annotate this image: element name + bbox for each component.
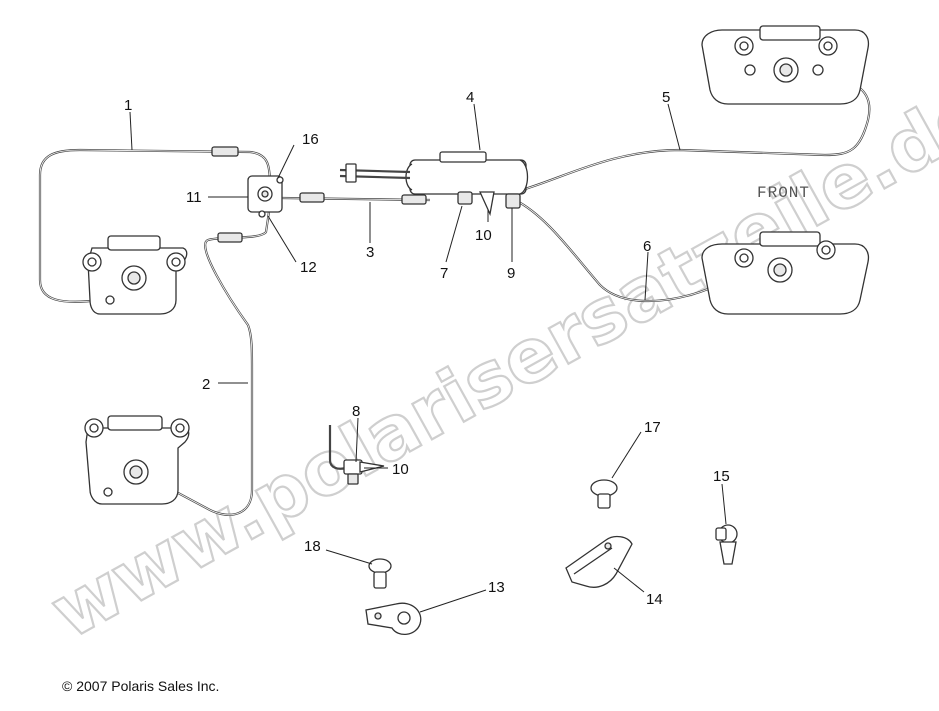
callout-11: 11 bbox=[186, 189, 202, 206]
callout-18: 18 bbox=[304, 538, 321, 555]
callout-9: 9 bbox=[507, 265, 515, 282]
callout-1: 1 bbox=[124, 97, 132, 114]
leader-lines bbox=[129, 103, 727, 613]
line-3-fitting-b bbox=[401, 194, 427, 205]
callout-6: 6 bbox=[643, 238, 651, 255]
callout-17: 17 bbox=[644, 419, 661, 436]
line-1-fitting bbox=[211, 146, 239, 157]
brake-line-1 bbox=[38, 146, 272, 303]
callout-numbers: 1 2 3 4 5 6 7 8 9 10 10 11 12 13 14 15 1… bbox=[124, 89, 730, 608]
callout-4: 4 bbox=[466, 89, 474, 106]
watermark: www.polarisersatzeile.de bbox=[36, 68, 939, 657]
callout-2: 2 bbox=[202, 376, 210, 393]
front-direction-label: FRONT bbox=[757, 184, 810, 202]
brake-line-6 bbox=[514, 199, 761, 303]
line-2-fitting bbox=[217, 232, 243, 243]
distribution-block bbox=[247, 175, 284, 218]
callout-13: 13 bbox=[488, 579, 505, 596]
p-clamp-13 bbox=[365, 602, 422, 635]
brake-switch bbox=[328, 425, 385, 485]
brake-line-3 bbox=[281, 192, 431, 205]
callout-10-lower: 10 bbox=[392, 461, 409, 478]
line-3-fitting bbox=[299, 192, 325, 203]
callout-8: 8 bbox=[352, 403, 360, 420]
caliper-right-front-upper bbox=[701, 25, 870, 105]
caliper-rear bbox=[84, 415, 190, 505]
callout-5: 5 bbox=[662, 89, 670, 106]
bolt-18 bbox=[368, 558, 392, 589]
watermark-text: www.polarisersatzeile.de bbox=[37, 69, 939, 656]
callout-3: 3 bbox=[366, 244, 374, 261]
caliper-left-front bbox=[82, 235, 188, 315]
bracket-14 bbox=[565, 535, 633, 588]
callout-16: 16 bbox=[302, 131, 319, 148]
callout-14: 14 bbox=[646, 591, 663, 608]
master-cylinder bbox=[405, 151, 529, 217]
caliper-right-front-lower bbox=[701, 231, 870, 315]
bolt-17 bbox=[590, 479, 618, 509]
copyright-notice: © 2007 Polaris Sales Inc. bbox=[62, 678, 220, 694]
callout-15: 15 bbox=[713, 468, 730, 485]
callout-7: 7 bbox=[440, 265, 448, 282]
callout-12: 12 bbox=[300, 259, 317, 276]
brake-line-2 bbox=[149, 204, 272, 516]
callout-10-upper: 10 bbox=[475, 227, 492, 244]
clip-15 bbox=[715, 524, 738, 565]
brake-switch-connector bbox=[339, 163, 411, 183]
